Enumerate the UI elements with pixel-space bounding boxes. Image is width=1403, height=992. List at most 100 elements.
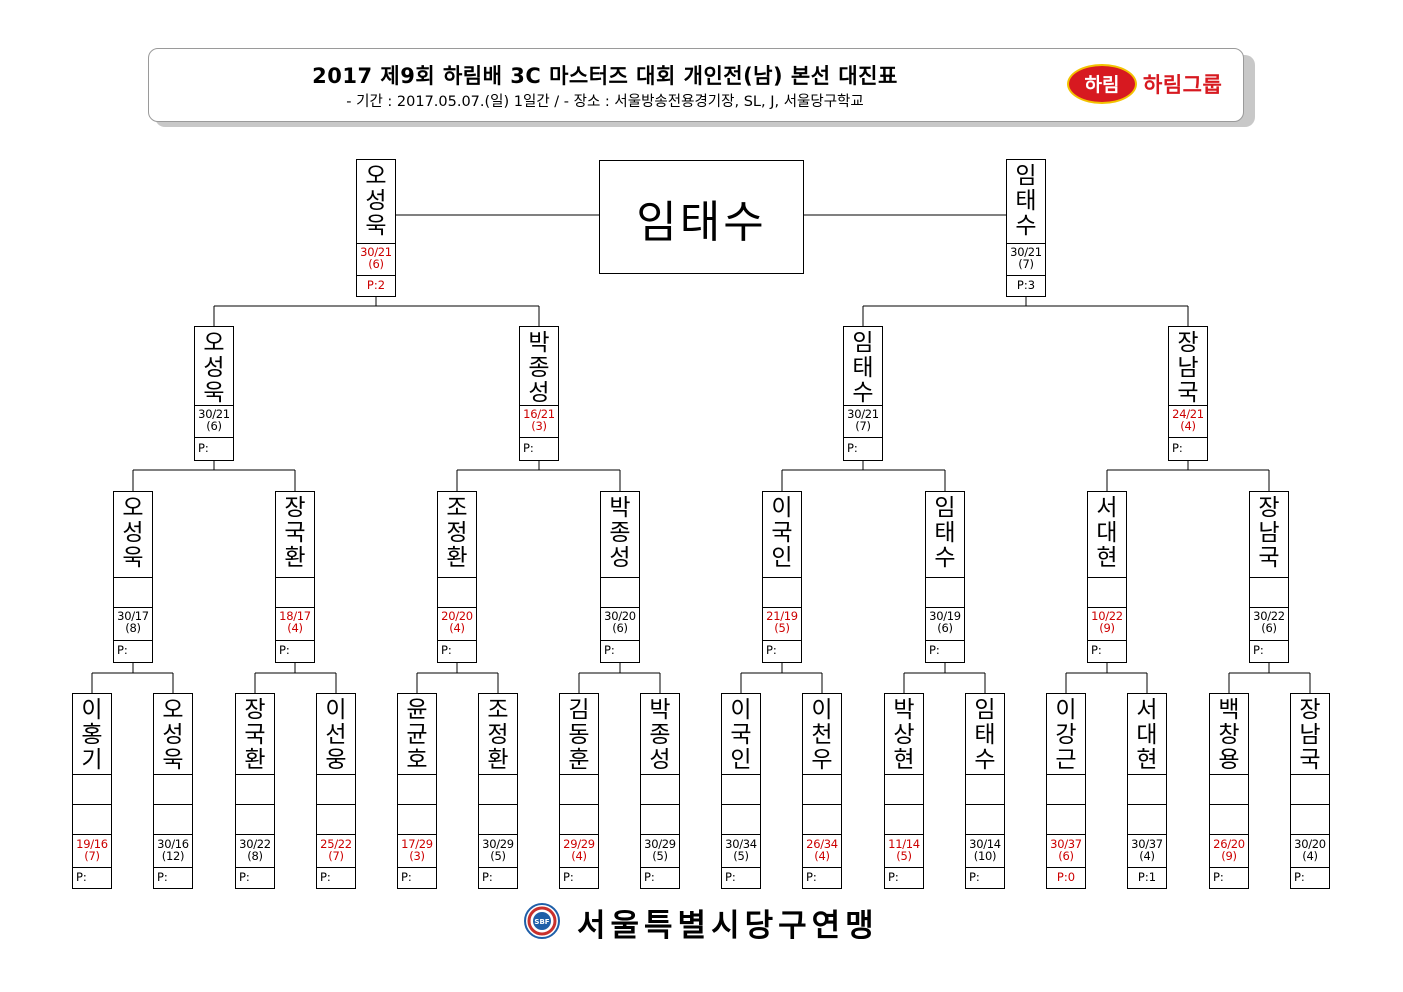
player-name: 이 국 인: [730, 697, 752, 773]
harim-logo-icon: [1067, 64, 1137, 104]
divider: [1007, 275, 1045, 276]
divider: [479, 804, 517, 805]
inning-label: (5): [774, 621, 790, 635]
player-name: 서 대 현: [1136, 697, 1158, 773]
page-subtitle: - 기간 : 2017.05.07.(일) 1일간 / - 장소 : 서울방송전…: [148, 90, 1242, 111]
player-name: 이 선 웅: [325, 697, 347, 773]
point-label: P:2: [366, 278, 386, 292]
page-title: 2017 제9회 하림배 3C 마스터즈 대회 개인전(남) 본선 대진표: [148, 60, 1242, 90]
score-label: 25/22: [320, 837, 352, 851]
divider: [926, 640, 964, 641]
divider: [1291, 804, 1329, 805]
score-label: 30/22: [239, 837, 271, 851]
title-text: 2017 제9회 하림배 3C 마스터즈 대회 개인전(남) 본선 대진표: [312, 64, 898, 88]
divider: [276, 577, 314, 578]
federation-name: 서울특별시당구연맹: [577, 908, 879, 944]
divider: [641, 867, 679, 868]
inning-label: (8): [247, 849, 263, 863]
divider: [763, 640, 801, 641]
player-name: 장 남 국: [1299, 697, 1321, 773]
divider: [641, 804, 679, 805]
player-name: 백 창 용: [1218, 697, 1240, 773]
point-label: P:: [969, 870, 980, 884]
inning-label: (6): [612, 621, 628, 635]
score-label: 30/21: [847, 407, 879, 421]
point-label: P:: [482, 870, 493, 884]
player-name: 오 성 욱: [122, 495, 144, 571]
divider: [1128, 804, 1166, 805]
point-label: P:: [929, 643, 940, 657]
divider: [1047, 867, 1085, 868]
divider: [398, 804, 436, 805]
inning-label: (3): [409, 849, 425, 863]
score-label: 30/14: [969, 837, 1001, 851]
player-name: 이 국 인: [771, 495, 793, 571]
divider: [926, 577, 964, 578]
divider: [1169, 437, 1207, 438]
score-label: 30/37: [1050, 837, 1082, 851]
divider: [885, 774, 923, 775]
champion-name: 임태수: [636, 197, 767, 248]
inning-label: (4): [1139, 849, 1155, 863]
divider: [317, 867, 355, 868]
divider: [641, 834, 679, 835]
divider: [520, 437, 558, 438]
inning-label: (3): [531, 419, 547, 433]
divider: [601, 607, 639, 608]
player-name: 박 상 현: [893, 697, 915, 773]
divider: [154, 804, 192, 805]
point-label: P:3: [1016, 278, 1036, 292]
player-name: 오 성 욱: [365, 163, 387, 239]
point-label: P:: [1213, 870, 1224, 884]
divider: [722, 867, 760, 868]
player-name: 장 국 환: [284, 495, 306, 571]
point-label: P:: [644, 870, 655, 884]
score-label: 10/22: [1091, 609, 1123, 623]
divider: [803, 834, 841, 835]
inning-label: (7): [855, 419, 871, 433]
divider: [73, 834, 111, 835]
divider: [966, 774, 1004, 775]
point-label: P:: [1294, 870, 1305, 884]
score-label: 19/16: [76, 837, 108, 851]
player-name: 박 종 성: [528, 330, 550, 406]
point-label: P:: [1172, 441, 1183, 455]
point-label: P:: [441, 643, 452, 657]
divider: [398, 834, 436, 835]
federation-emblem-icon: SBF: [524, 903, 560, 939]
point-label: P:: [239, 870, 250, 884]
score-label: 30/20: [604, 609, 636, 623]
divider: [1291, 774, 1329, 775]
divider: [398, 867, 436, 868]
point-label: P:: [806, 870, 817, 884]
divider: [1291, 834, 1329, 835]
divider: [398, 774, 436, 775]
divider: [479, 834, 517, 835]
inning-label: (9): [1099, 621, 1115, 635]
player-name: 오 성 욱: [162, 697, 184, 773]
divider: [560, 774, 598, 775]
divider: [195, 437, 233, 438]
divider: [641, 774, 679, 775]
point-label: P:: [401, 870, 412, 884]
divider: [1007, 243, 1045, 244]
divider: [479, 867, 517, 868]
divider: [276, 640, 314, 641]
player-name: 임 태 수: [934, 495, 956, 571]
score-label: 26/34: [806, 837, 838, 851]
player-name: 장 남 국: [1258, 495, 1280, 571]
inning-label: (7): [1018, 257, 1034, 271]
player-name: 임 태 수: [852, 330, 874, 406]
